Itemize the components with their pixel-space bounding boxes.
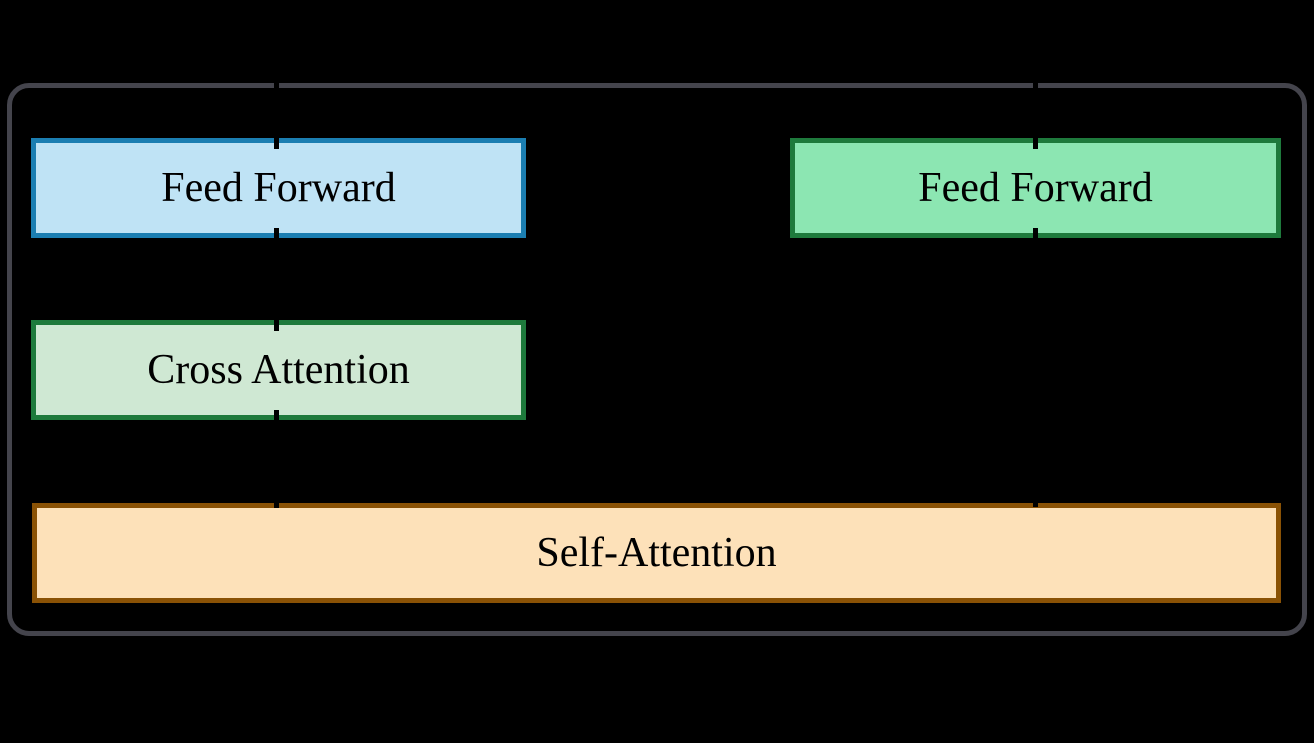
cross-attention-label: Cross Attention — [147, 347, 410, 393]
connector-stub — [274, 228, 279, 244]
self-attention-block: Self-Attention — [32, 503, 1281, 603]
feed-forward-right-block: Feed Forward — [790, 138, 1281, 238]
connector-stub — [1033, 133, 1038, 149]
connector-stub — [274, 315, 279, 331]
connector-stub — [1033, 497, 1038, 507]
connector-stub — [1033, 78, 1038, 96]
cross-attention-block: Cross Attention — [31, 320, 526, 420]
connector-stub — [274, 133, 279, 149]
feed-forward-left-label: Feed Forward — [161, 165, 396, 211]
connector-stub — [274, 78, 279, 96]
connector-stub — [1033, 228, 1038, 244]
self-attention-label: Self-Attention — [536, 530, 777, 576]
feed-forward-left-block: Feed Forward — [31, 138, 526, 238]
connector-stub — [274, 497, 279, 508]
decoder-block-frame — [7, 83, 1307, 636]
connector-stub — [274, 410, 279, 426]
feed-forward-right-label: Feed Forward — [918, 165, 1153, 211]
